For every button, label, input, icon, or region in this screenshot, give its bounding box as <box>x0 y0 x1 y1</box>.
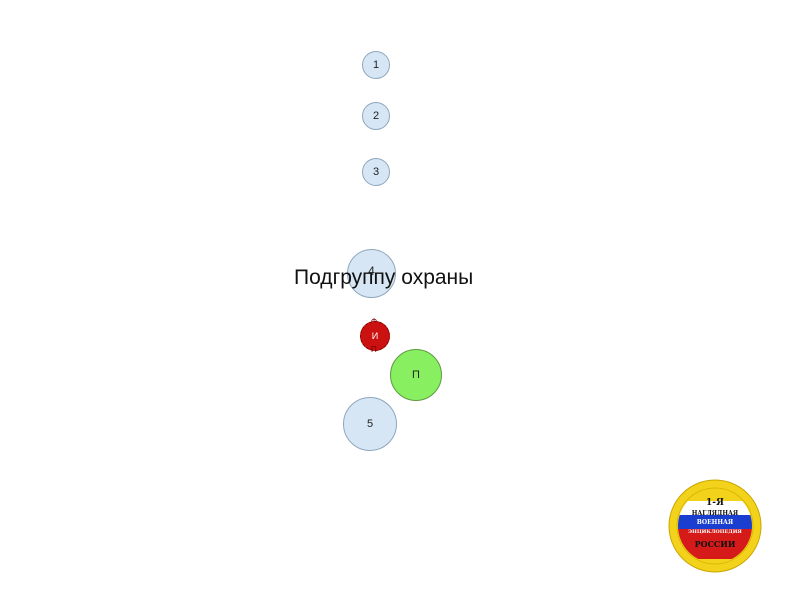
logo-line-1: 1-Я <box>706 498 724 508</box>
node-3-label: 3 <box>372 166 380 178</box>
encyclopedia-logo: 1-Я НАГЛЯДНАЯ ВОЕННАЯ ЭНЦИКЛОПЕДИЯ РОССИ… <box>668 479 762 573</box>
slide-caption: Подгруппу охраны <box>294 266 474 289</box>
logo-line-3: ВОЕННАЯ <box>697 519 734 526</box>
node-1-label: 1 <box>372 59 380 71</box>
node-5-label: 5 <box>366 418 374 430</box>
logo-line-5: РОССИИ <box>695 539 736 549</box>
diagram-node-green: П <box>390 349 442 401</box>
diagram-node-2: 2 <box>362 102 390 130</box>
green-node-label: П <box>412 369 420 381</box>
diagram-node-red: И <box>360 321 390 351</box>
red-node-bottom-label: П <box>371 345 377 354</box>
diagram-node-4: 4 <box>347 249 396 298</box>
red-node-label: И <box>371 331 379 341</box>
node-4-label: 4 <box>368 264 375 278</box>
logo-line-4: ЭНЦИКЛОПЕДИЯ <box>688 529 742 535</box>
diagram-node-5: 5 <box>343 397 397 451</box>
logo-line-2: НАГЛЯДНАЯ <box>692 510 739 517</box>
diagram-node-1: 1 <box>362 51 390 79</box>
node-2-label: 2 <box>372 110 380 122</box>
diagram-node-3: 3 <box>362 158 390 186</box>
